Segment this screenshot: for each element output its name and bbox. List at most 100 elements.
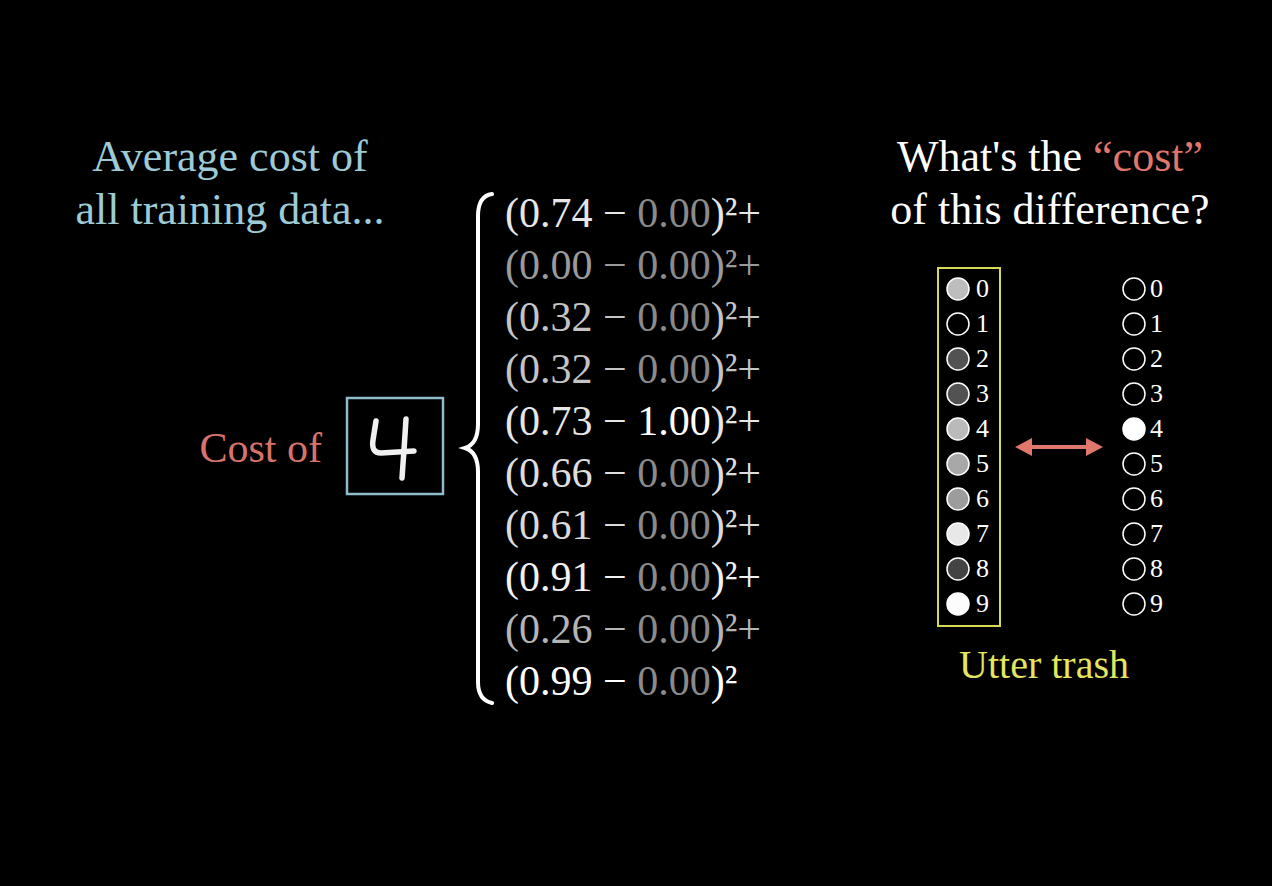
digit-label-line: 8 [976,554,989,584]
neuron [947,383,969,405]
neuron [947,418,969,440]
handwritten-four [373,419,414,478]
digit-label-line: 0 [1150,274,1163,304]
cost-term: 1.00 [637,398,711,444]
digit-label: 6 [1150,484,1163,513]
cost-label-line: Cost of [122,422,322,474]
question: “cost” [1093,132,1203,181]
digit-label-line: 4 [976,414,989,444]
digit-label: 4 [976,414,989,443]
neuron [947,348,969,370]
digit-label: 6 [976,484,989,513]
cost-term: 0.00 [637,190,711,236]
digit-label-line: 8 [1150,554,1163,584]
cost-term: (0.66 − [505,450,627,496]
cost-term: 0.00 [637,658,711,704]
cost-term: (0.32 − [505,294,627,340]
digit-label-line: 6 [1150,484,1163,514]
cost-label: Cost of [199,425,322,471]
neuron [1123,418,1145,440]
digit-label: 2 [976,344,989,373]
digit-label: 8 [1150,554,1163,583]
cost-term: )²+ [711,606,761,652]
neuron [947,488,969,510]
cost-term: 0.00 [637,294,711,340]
curly-brace [465,194,492,703]
neuron [1123,278,1145,300]
cost-term: (0.74 − [505,190,627,236]
neuron [1123,558,1145,580]
neuron [947,313,969,335]
cost-term: )² [711,658,738,704]
cost-term-line: (0.74 −0.00)²+ [505,187,761,239]
cost-term-line: (0.32 −0.00)²+ [505,291,761,343]
digit-label-line: 0 [976,274,989,304]
digit-label: 8 [976,554,989,583]
cost-term-line: (0.32 −0.00)²+ [505,343,761,395]
compare-arrow [1015,438,1103,456]
four-right-stroke [402,419,406,478]
digit-label: 7 [1150,519,1163,548]
neuron [1123,593,1145,615]
digit-label: 0 [976,274,989,303]
arrow-head [1086,438,1103,456]
cost-term-line: (0.61 −0.00)²+ [505,499,761,551]
cost-term: 0.00 [637,242,711,288]
cost-term: )²+ [711,554,761,600]
cost-term: 0.00 [637,346,711,392]
digit-label-line: 6 [976,484,989,514]
digit-label: 3 [976,379,989,408]
neuron [947,593,969,615]
digit-label: 3 [1150,379,1163,408]
digit-label: 2 [1150,344,1163,373]
cost-term-line: (0.99 −0.00)² [505,655,737,707]
arrow-head [1015,438,1032,456]
caption-note: Utter trash [959,642,1129,687]
cost-term: (0.26 − [505,606,627,652]
neuron [1123,523,1145,545]
cost-term-line: (0.91 −0.00)²+ [505,551,761,603]
neuron [947,278,969,300]
digit-label-line: 2 [1150,344,1163,374]
question: of this difference? [890,185,1209,234]
digit-label-line: 9 [1150,589,1163,619]
cost-term: (0.91 − [505,554,627,600]
digit-label: 4 [1150,414,1163,443]
cost-term: (0.61 − [505,502,627,548]
neuron [947,558,969,580]
digit-label: 1 [976,309,989,338]
cost-term: )²+ [711,190,761,236]
cost-term: )²+ [711,450,761,496]
digit-label-line: 1 [1150,309,1163,339]
neuron [1123,313,1145,335]
cost-term: (0.73 − [505,398,627,444]
neuron [947,453,969,475]
heading-line: Average cost of all training data... [70,130,390,236]
digit-label: 5 [1150,449,1163,478]
cost-term-line: (0.00 −0.00)²+ [505,239,761,291]
digit-label-line: 9 [976,589,989,619]
digit-label-line: 7 [1150,519,1163,549]
digit-label: 0 [1150,274,1163,303]
digit-label: 9 [1150,589,1163,618]
digit-image-frame [347,398,443,494]
cost-term-line: (0.66 −0.00)²+ [505,447,761,499]
target-neurons [1123,278,1145,615]
cost-term-line: (0.73 −1.00)²+ [505,395,761,447]
cost-term: 0.00 [637,502,711,548]
caption-note-line: Utter trash [894,640,1194,690]
digit-label-line: 4 [1150,414,1163,444]
digit-label-line: 1 [976,309,989,339]
output-layer-box: 0123456789 [937,267,1001,627]
cost-term: )²+ [711,398,761,444]
neuron [947,523,969,545]
cost-term: (0.32 − [505,346,627,392]
digit-label: 5 [976,449,989,478]
cost-term: (0.99 − [505,658,627,704]
digit-label-line: 3 [1150,379,1163,409]
digit-label: 9 [976,589,989,618]
digit-label-line: 2 [976,344,989,374]
cost-term: )²+ [711,502,761,548]
cost-term: (0.00 − [505,242,627,288]
